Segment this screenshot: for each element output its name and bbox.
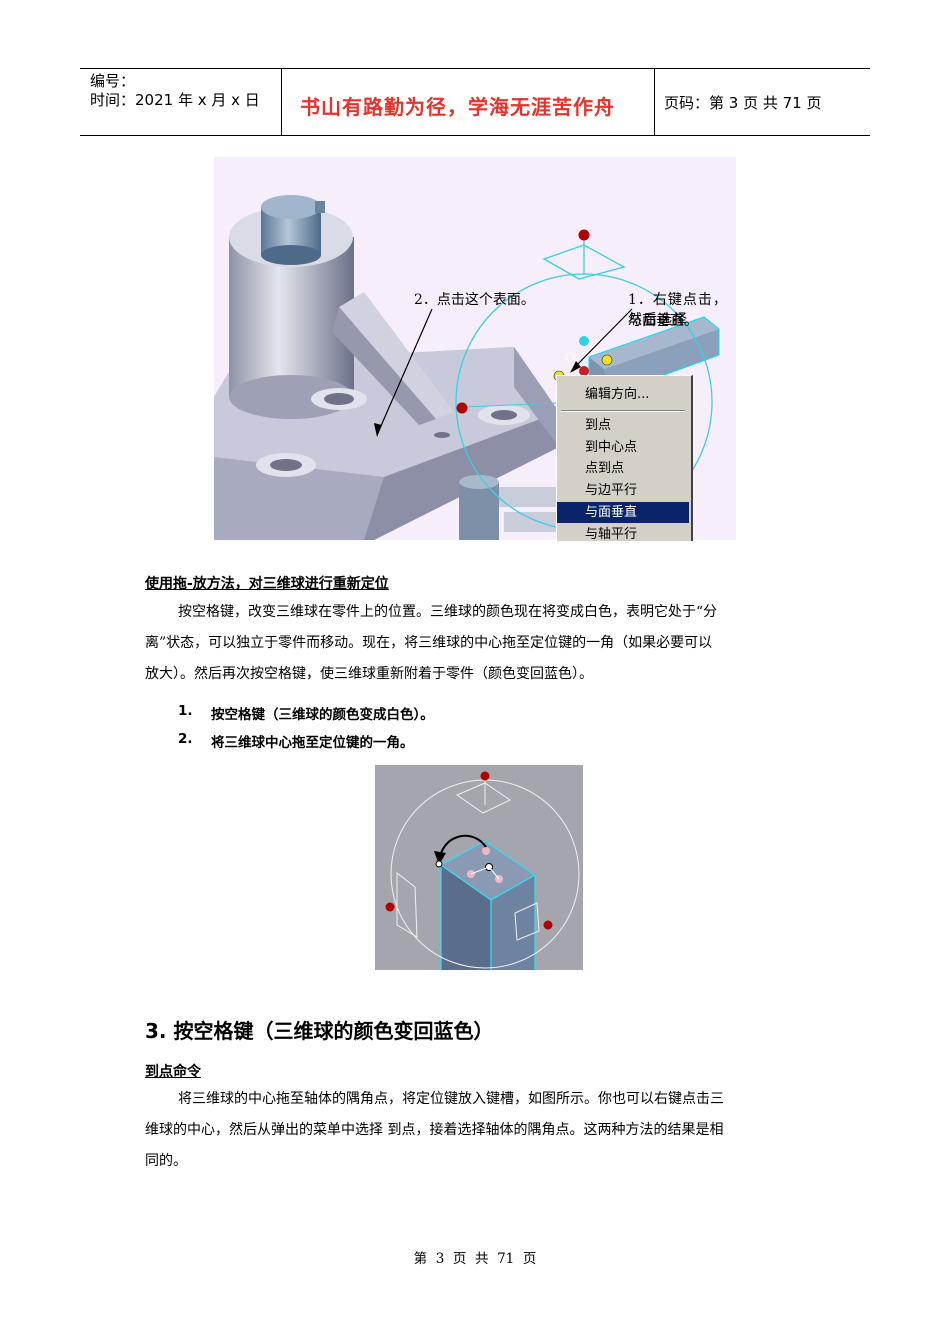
orientation-context-menu: 编辑方向... 到点 到中心点 点到点 与边平行 与面垂直 与轴平行 xyxy=(556,375,693,541)
menu-item-to-point[interactable]: 到点 xyxy=(585,418,612,433)
footer-page-number: 第 3 页 共 71 页 xyxy=(413,1251,537,1267)
menu-item-parallel-edge[interactable]: 与边平行 xyxy=(585,483,638,498)
ball-handle-left xyxy=(456,402,468,414)
menu-item-perpendicular-face[interactable]: 与面垂直 xyxy=(557,502,689,523)
drag-drop-para-line3: 放大）。然后再次按空格键，使三维球重新附着于零件（颜色变回蓝色）。 xyxy=(145,666,593,682)
to-point-heading: 到点命令 xyxy=(145,1064,201,1080)
to-point-para-line2: 维球的中心，然后从弹出的菜单中选择 到点，接着选择轴体的隅角点。这两种方法的结果… xyxy=(145,1122,724,1138)
header-motto: 书山有路勤为径，学海无涯苦作舟 xyxy=(300,95,615,119)
serial-label: 编号： xyxy=(90,72,136,90)
menu-item-parallel-axis[interactable]: 与轴平行 xyxy=(585,527,638,541)
drag-drop-para-line1: 按空格键，改变三维球在零件上的位置。三维球的颜色现在将变成白色，表明它处于“分 xyxy=(178,604,718,620)
callout-right-click-line1: 1．右键点击，然后选择 xyxy=(628,292,728,328)
time-label: 时间：2021 年 x 月 x 日 xyxy=(90,91,260,109)
header-divider-2 xyxy=(654,68,655,136)
header-divider-1 xyxy=(281,68,282,136)
menu-item-edit-orientation[interactable]: 编辑方向... xyxy=(585,387,650,402)
header-top-rule xyxy=(80,68,870,69)
part-render xyxy=(214,195,720,540)
menu-item-point-to-point[interactable]: 点到点 xyxy=(585,461,625,476)
section-3-title: 3. 按空格键（三维球的颜色变回蓝色） xyxy=(145,1019,494,1043)
ball-handle-top xyxy=(578,229,590,241)
ball-drag-render xyxy=(385,771,580,970)
callout-right-click-line2: 与面垂直。 xyxy=(628,313,698,329)
callout-click-surface: 2．点击这个表面。 xyxy=(414,292,535,308)
drag-drop-heading: 使用拖-放方法，对三维球进行重新定位 xyxy=(145,576,389,592)
to-point-para-line3: 同的。 xyxy=(145,1153,187,1169)
figure-ball-drag xyxy=(375,765,583,970)
to-point-para-line1: 将三维球的中心拖至轴体的隅角点，将定位键放入键槽，如图所示。你也可以右键点击三 xyxy=(178,1091,724,1107)
drag-drop-para-line2: 离”状态，可以独立于零件而移动。现在，将三维球的中心拖至定位键的一角（如果必要可… xyxy=(145,635,713,651)
step-1-number: 1. xyxy=(178,703,193,719)
step-1-text: 按空格键（三维球的颜色变成白色）。 xyxy=(211,707,434,723)
header-bottom-rule xyxy=(80,135,870,136)
menu-separator xyxy=(561,410,685,412)
page-info: 页码：第 3 页 共 71 页 xyxy=(664,94,822,112)
step-2-number: 2. xyxy=(178,731,193,747)
step-2-text: 将三维球中心拖至定位键的一角。 xyxy=(211,735,414,751)
menu-item-to-center-point[interactable]: 到中心点 xyxy=(585,440,638,455)
